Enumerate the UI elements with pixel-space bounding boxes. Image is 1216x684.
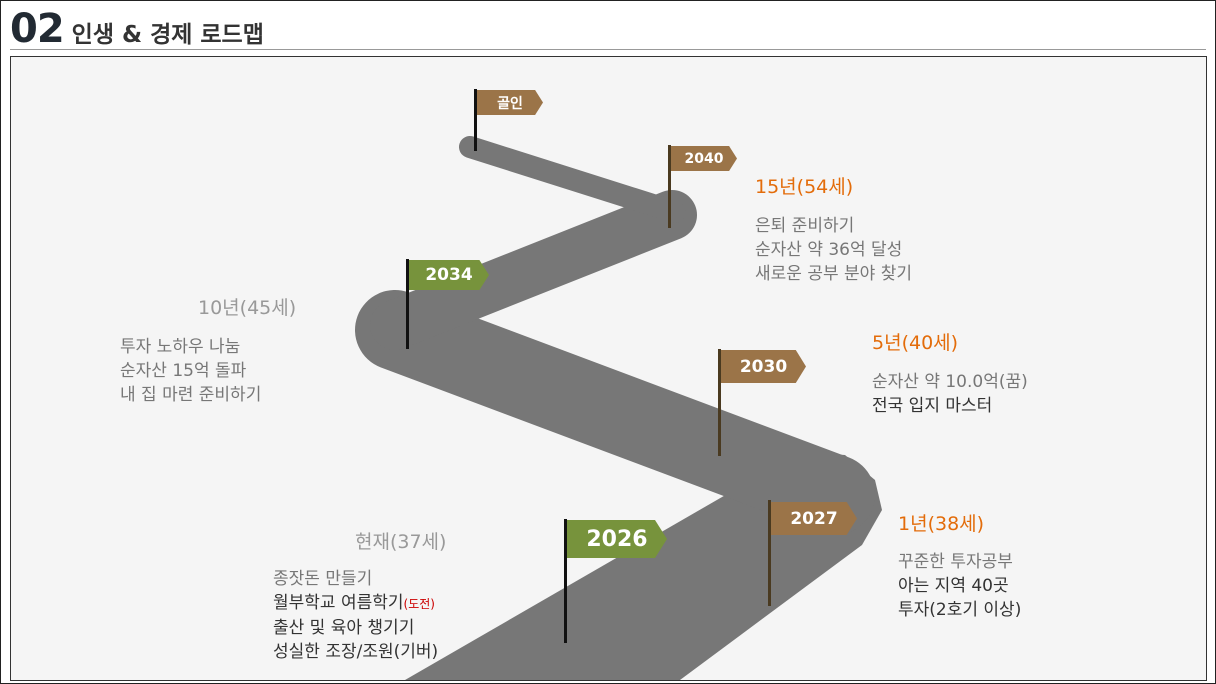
milestone-details: 순자산 약 10.0억(꿈) 전국 입지 마스터 — [872, 370, 1028, 418]
detail-line: 아는 지역 40곳 — [898, 576, 1009, 596]
flag-pole — [564, 519, 567, 643]
section-title: 인생 & 경제 로드맵 — [71, 22, 264, 48]
detail-line: 전국 입지 마스터 — [872, 396, 993, 416]
milestone-heading: 현재(37세) — [355, 531, 447, 553]
detail-line: 투자 노하우 나눔 — [120, 337, 241, 357]
detail-line: 순자산 약 10.0억(꿈) — [872, 372, 1028, 392]
flag-pole — [406, 259, 409, 349]
flag-2030: 2030 — [721, 350, 806, 383]
milestone-details: 꾸준한 투자공부 아는 지역 40곳 투자(2호기 이상) — [898, 550, 1021, 622]
flag-pole — [718, 349, 721, 456]
detail-line: 내 집 마련 준비하기 — [120, 385, 262, 405]
milestone-details: 종잣돈 만들기 월부학교 여름학기(도전) 출산 및 육아 챙기기 성실한 조장… — [273, 567, 438, 664]
detail-line: 꾸준한 투자공부 — [898, 552, 1013, 572]
divider — [10, 49, 1206, 50]
page-title: 02 인생 & 경제 로드맵 — [10, 6, 264, 52]
detail-line: 은퇴 준비하기 — [755, 216, 855, 236]
road-segment — [355, 290, 875, 535]
detail-line: 순자산 15억 돌파 — [120, 361, 247, 381]
flag-pole — [474, 89, 477, 151]
milestone-details: 은퇴 준비하기 순자산 약 36억 달성 새로운 공부 분야 찾기 — [755, 214, 912, 286]
flag-goal: 골인 — [477, 90, 543, 115]
milestone-details: 투자 노하우 나눔 순자산 15억 돌파 내 집 마련 준비하기 — [120, 335, 261, 407]
flag-pole — [668, 145, 671, 228]
milestone-heading: 10년(45세) — [198, 297, 297, 319]
flag-2026: 2026 — [567, 520, 667, 558]
milestone-heading: 1년(38세) — [898, 513, 985, 535]
flag-pole — [768, 500, 771, 606]
detail-line: 새로운 공부 분야 찾기 — [755, 264, 912, 284]
milestone-heading: 15년(54세) — [755, 176, 854, 198]
flag-2040: 2040 — [671, 146, 737, 171]
detail-line: 순자산 약 36억 달성 — [755, 240, 903, 260]
road-segment — [370, 190, 697, 350]
milestone-heading: 5년(40세) — [872, 332, 959, 354]
detail-line: 투자(2호기 이상) — [898, 600, 1022, 620]
detail-line: 종잣돈 만들기 — [273, 569, 373, 589]
detail-line: 월부학교 여름학기 — [273, 593, 404, 613]
detail-line: 출산 및 육아 챙기기 — [273, 618, 415, 638]
road-segment — [459, 136, 686, 223]
flag-2027: 2027 — [771, 502, 857, 535]
section-number: 02 — [10, 6, 65, 52]
flag-2034: 2034 — [409, 260, 489, 290]
challenge-note: (도전) — [403, 597, 435, 611]
detail-line: 성실한 조장/조원(기버) — [273, 642, 439, 662]
